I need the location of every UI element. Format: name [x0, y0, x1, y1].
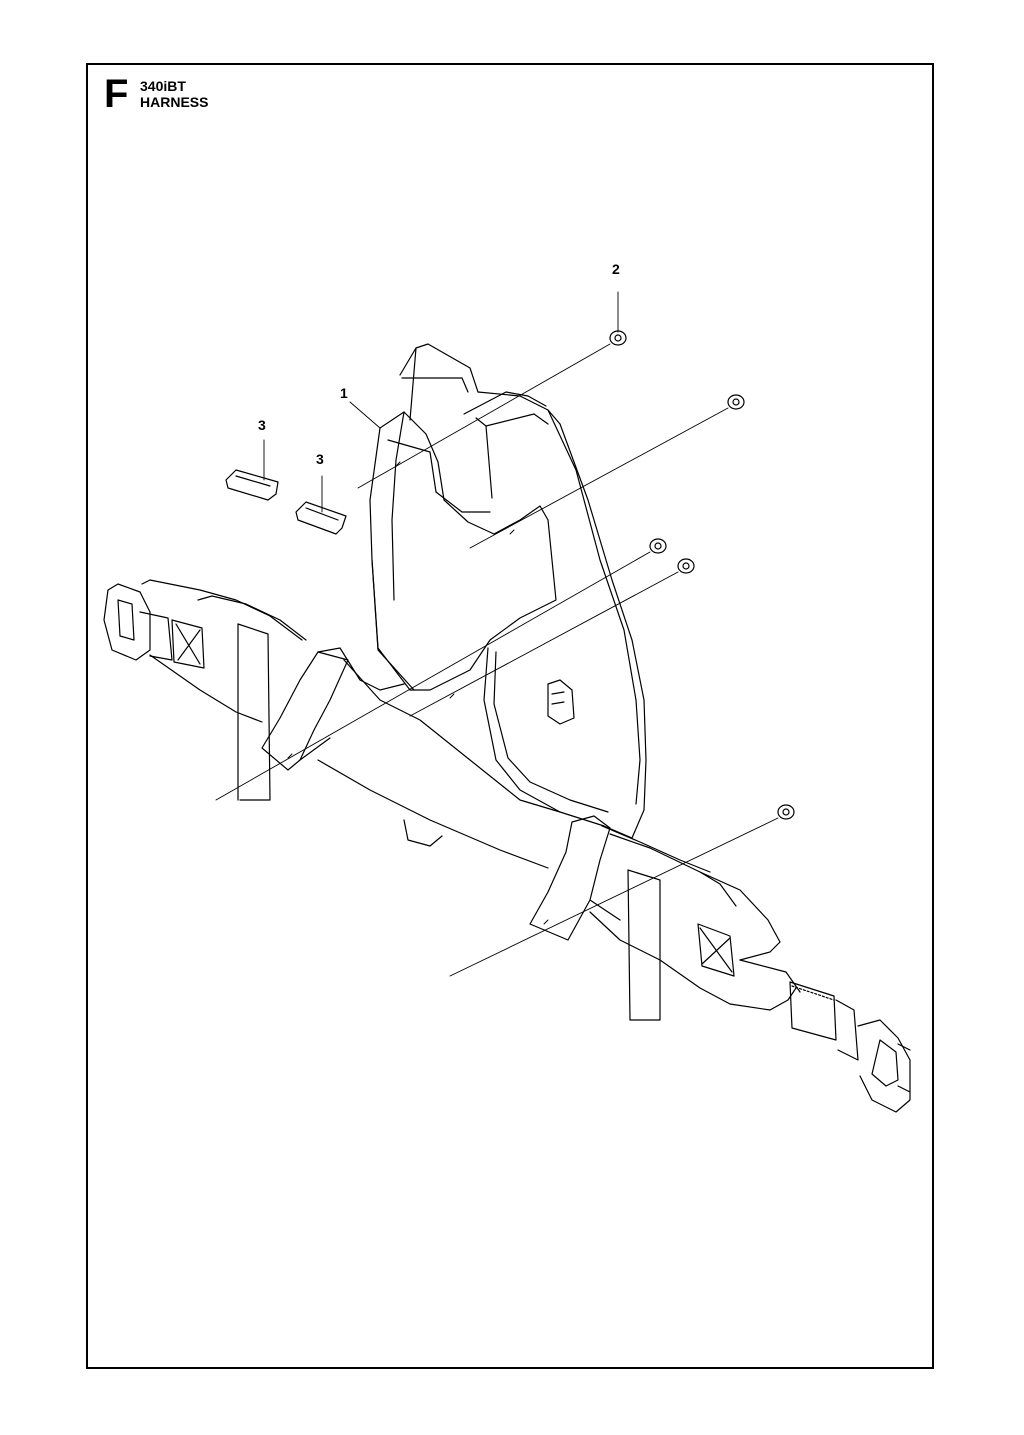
- screw-1: [609, 330, 627, 346]
- screw-3: [649, 538, 667, 554]
- drawing-frame: [86, 63, 934, 1369]
- back-pad: [369, 343, 647, 839]
- leader-lines: [263, 291, 619, 513]
- assembly-lines: [215, 343, 779, 977]
- clip-2: [295, 501, 347, 535]
- callout-3b: 3: [316, 451, 324, 467]
- callout-2: 2: [612, 261, 620, 277]
- callout-3a: 3: [258, 417, 266, 433]
- section-letter: F: [104, 72, 129, 116]
- model-label: 340iBT: [140, 78, 186, 94]
- screw-4: [677, 558, 695, 574]
- diagram-title: HARNESS: [140, 94, 209, 110]
- waist-belt: [103, 579, 911, 1113]
- screws: [609, 330, 795, 820]
- clip-1: [225, 469, 279, 501]
- callout-1: 1: [340, 385, 348, 401]
- screw-2: [727, 394, 745, 410]
- screw-5: [777, 804, 795, 820]
- clips: [225, 469, 347, 535]
